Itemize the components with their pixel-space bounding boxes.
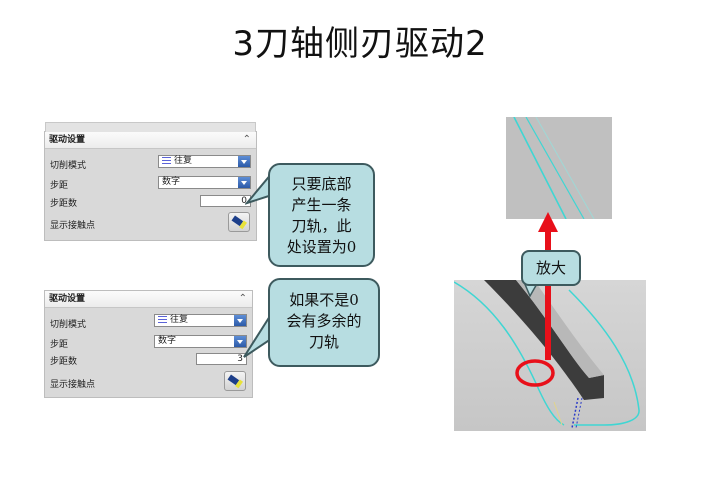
stepover-value: 数字	[162, 177, 181, 187]
stepover-select[interactable]: 数字	[154, 335, 247, 348]
arrow-up-icon	[538, 212, 558, 232]
flashlight-icon	[227, 374, 244, 389]
drive-settings-panel-bottom: 驱动设置 ⌃ 切削模式 往复 步距 数字 步距数 3 显示接触点	[44, 290, 253, 398]
step-count-input[interactable]: 3	[196, 353, 247, 365]
callout-line: 处设置为0	[286, 238, 357, 256]
toolpath-lines	[513, 116, 595, 220]
callout-magnify: 放大	[521, 250, 581, 286]
callout-line: 刀轨，此	[291, 217, 352, 235]
chevron-up-icon[interactable]: ⌃	[242, 134, 251, 145]
magnify-indicator	[515, 212, 558, 387]
step-count-input[interactable]: 0	[200, 195, 251, 207]
show-contact-points-button[interactable]	[228, 212, 250, 232]
callout-line: 产生一条	[291, 196, 352, 214]
step-count-label: 步距数	[50, 199, 78, 209]
callout-line: 刀轨	[308, 333, 339, 351]
zigzag-lines-icon	[158, 316, 167, 323]
section-header-label: 驱动设置	[49, 294, 86, 304]
dropdown-arrow-icon[interactable]	[234, 336, 246, 347]
magnify-label: 放大	[535, 259, 566, 277]
zigzag-lines-icon	[162, 157, 171, 164]
callout-line: 会有多余的	[286, 312, 362, 330]
cut-pattern-value: 往复	[174, 156, 193, 166]
dropdown-arrow-icon[interactable]	[238, 177, 250, 188]
cut-pattern-label: 切削模式	[50, 320, 87, 330]
cut-pattern-select[interactable]: 往复	[158, 155, 251, 168]
stepover-label: 步距	[50, 340, 69, 350]
cut-pattern-label: 切削模式	[50, 161, 87, 171]
section-header-drive-settings[interactable]: 驱动设置 ⌃	[45, 132, 256, 149]
chevron-up-icon[interactable]: ⌃	[238, 293, 247, 304]
dropdown-arrow-icon[interactable]	[238, 156, 250, 167]
cut-pattern-select[interactable]: 往复	[154, 314, 247, 327]
cut-pattern-value: 往复	[170, 315, 189, 325]
callout-top-note: 只要底部 产生一条 刀轨，此 处设置为0	[268, 163, 375, 267]
show-contact-points-label: 显示接触点	[50, 221, 96, 231]
stepover-select[interactable]: 数字	[158, 176, 251, 189]
magnified-toolpath-image	[506, 116, 612, 220]
show-contact-points-button[interactable]	[224, 371, 246, 391]
stepover-label: 步距	[50, 181, 69, 191]
callout-line: 只要底部	[291, 175, 352, 193]
section-header-label: 驱动设置	[49, 135, 86, 145]
highlight-circle	[515, 359, 555, 387]
section-header-drive-settings[interactable]: 驱动设置 ⌃	[45, 291, 252, 308]
callout-line: 如果不是0	[289, 291, 359, 309]
show-contact-points-label: 显示接触点	[50, 380, 96, 390]
previous-section-header	[45, 122, 256, 132]
stepover-value: 数字	[158, 336, 177, 346]
slide-title: 3刀轴侧刃驱动2	[232, 24, 488, 64]
drive-settings-panel-top: 驱动设置 ⌃ 切削模式 往复 步距 数字 步距数 0 显示接触点	[44, 122, 257, 241]
dropdown-arrow-icon[interactable]	[234, 315, 246, 326]
flashlight-icon	[231, 215, 248, 230]
callout-bottom-note: 如果不是0 会有多余的 刀轨	[268, 278, 380, 367]
step-count-label: 步距数	[50, 357, 78, 367]
